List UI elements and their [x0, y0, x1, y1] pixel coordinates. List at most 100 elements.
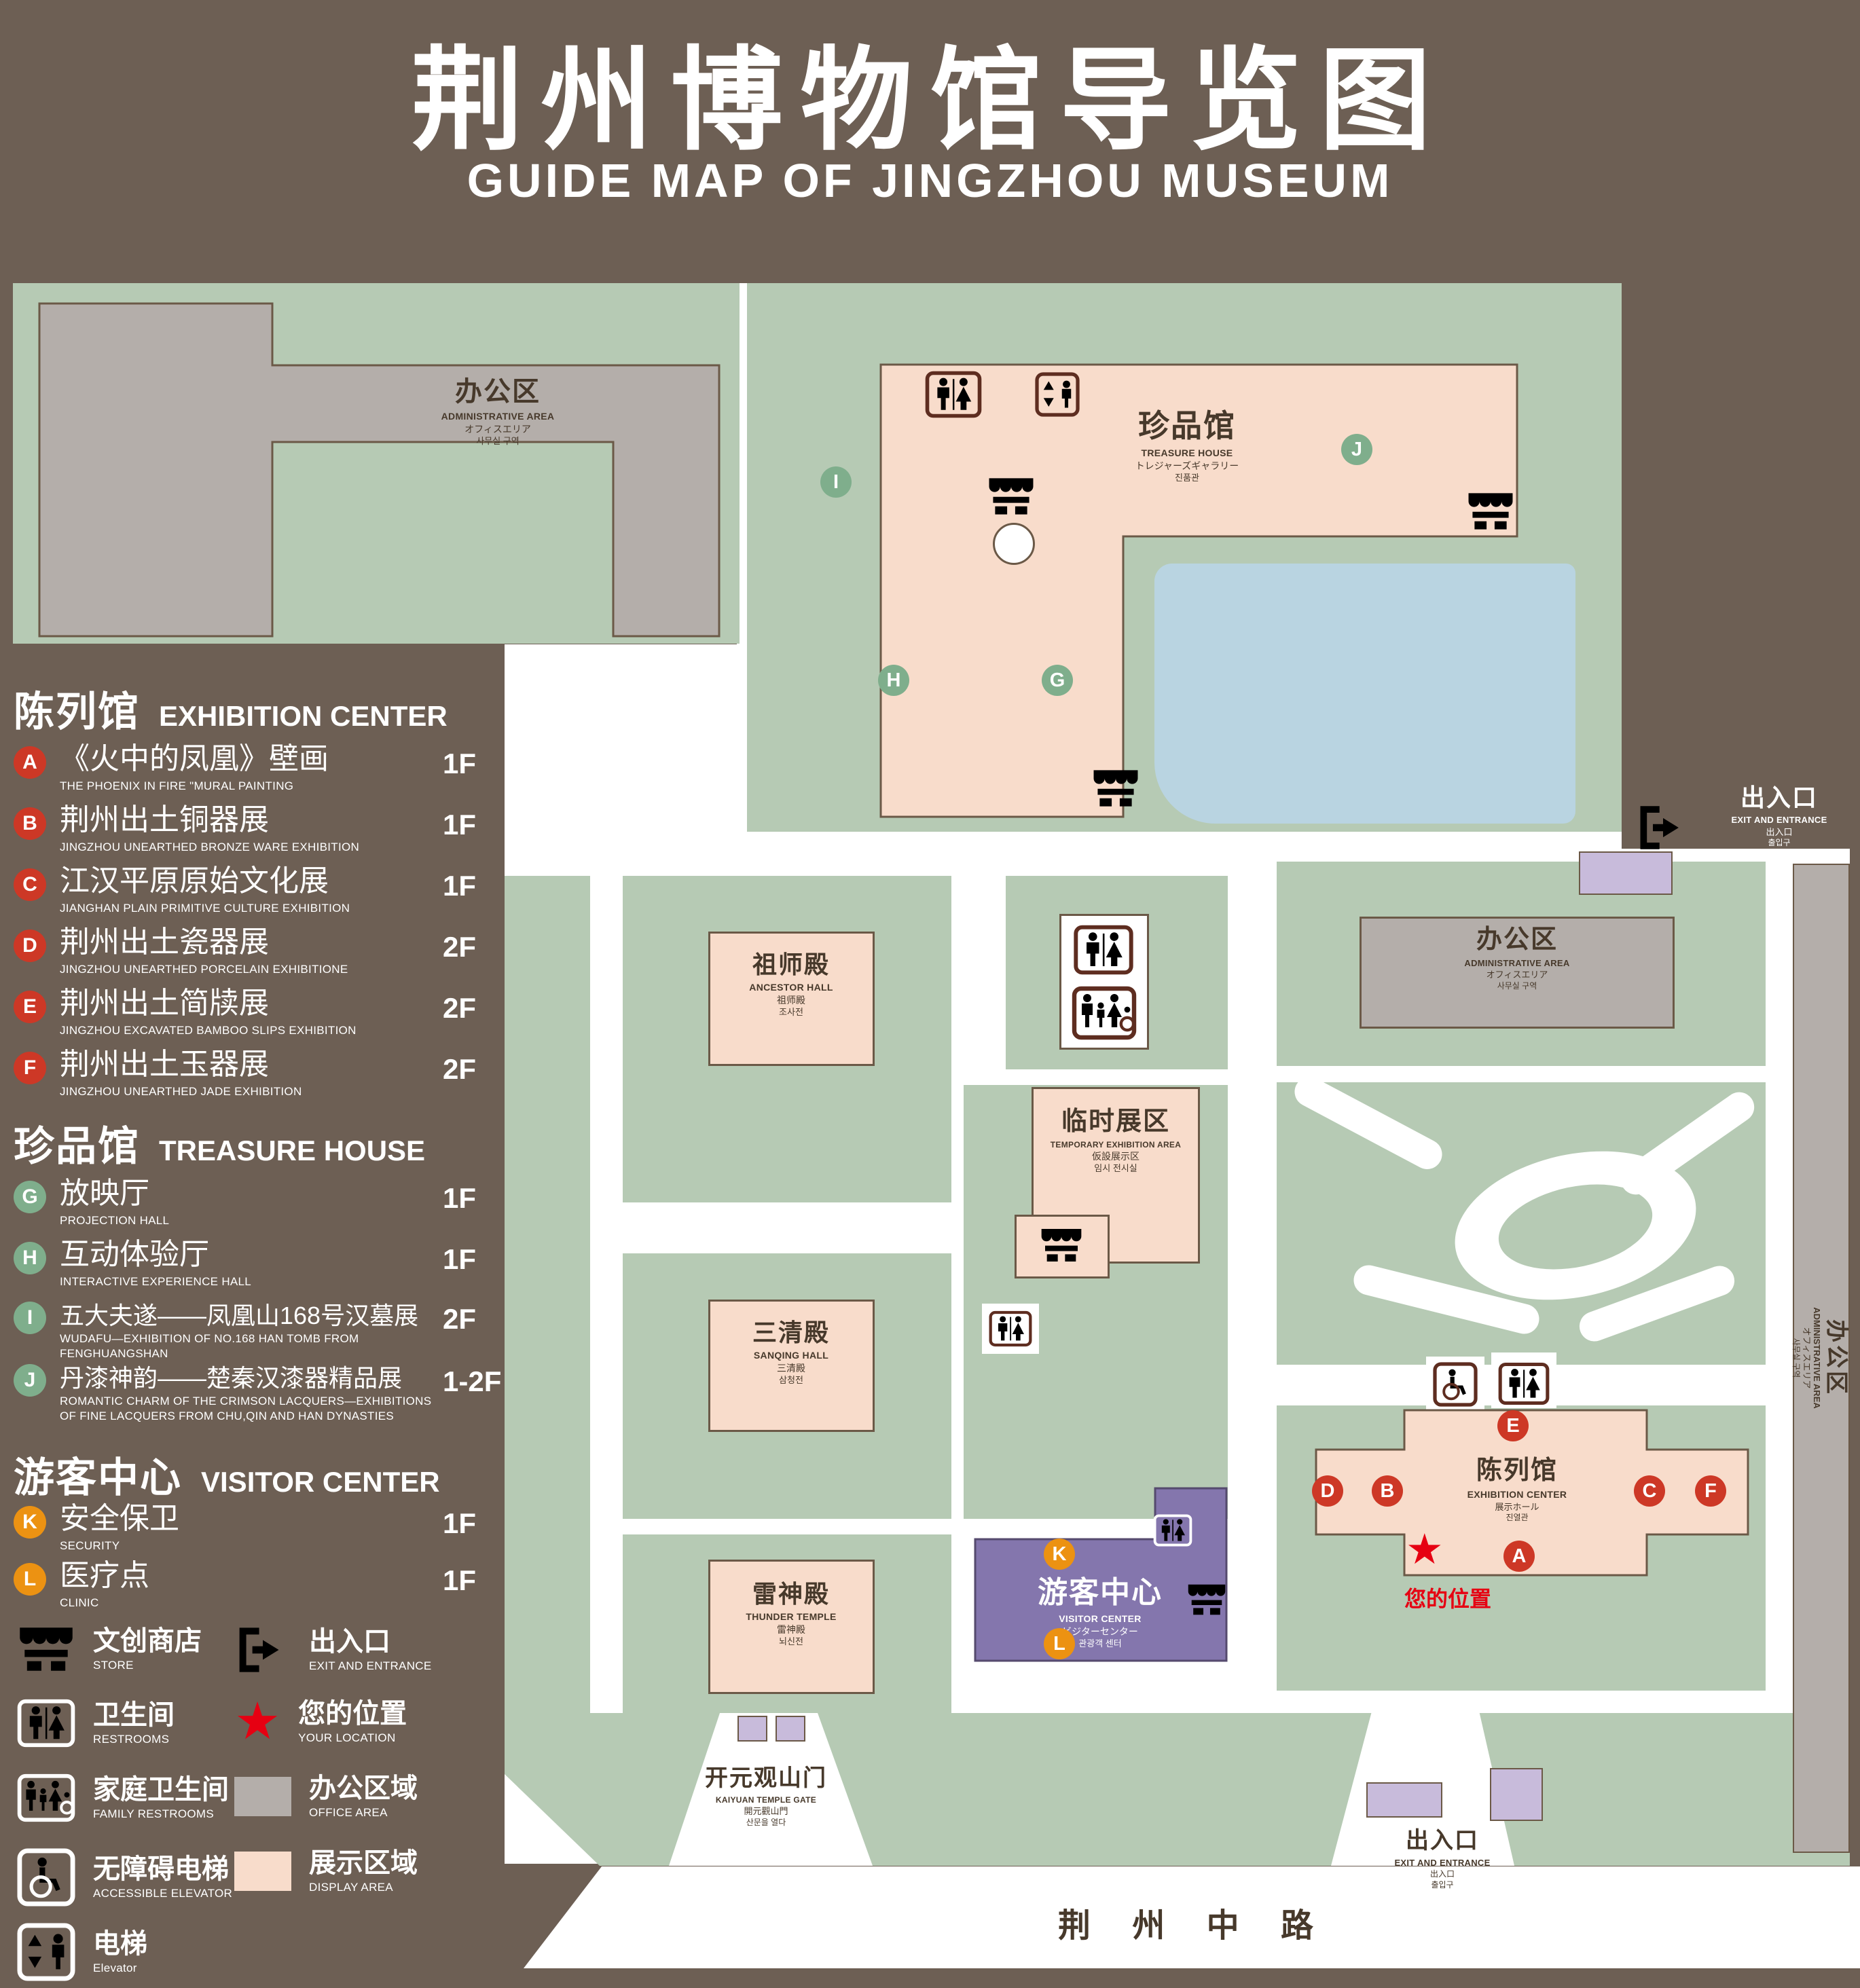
- admin-right-label: 办公区 ADMINISTRATIVE AREA オフィスエリア 사무실 구역: [1361, 923, 1673, 991]
- legend-symbol-store: 文创商店 STORE: [17, 1624, 202, 1674]
- legend-symbol-office-area: 办公区域 OFFICE AREA: [234, 1773, 418, 1820]
- marker-g: G: [1042, 665, 1073, 696]
- restroom-icon: [1498, 1362, 1550, 1405]
- item-zh: 互动体验厅: [60, 1238, 209, 1271]
- sanqing-ko: 삼청전: [779, 1374, 803, 1385]
- item-en: JINGZHOU UNEARTHED JADE EXHIBITION: [60, 1084, 302, 1098]
- gate-zh: 开元观山门: [705, 1765, 827, 1791]
- admin-top-ko: 사무실 구역: [476, 436, 519, 446]
- treasure-ja: トレジャーズギャラリー: [1135, 460, 1239, 471]
- exit-right-ko: 출입구: [1768, 838, 1791, 848]
- visitor-ko: 관광객 센터: [1078, 1638, 1122, 1649]
- marker-c: C: [1634, 1475, 1665, 1507]
- exit-bottom-zh2: 出入口: [1429, 1869, 1455, 1879]
- temporary-ja: 仮設展示区: [1092, 1150, 1139, 1162]
- elevator-icon: [1035, 372, 1080, 417]
- marker-b: B: [1372, 1475, 1403, 1507]
- gate-ko: 산문을 열다: [746, 1817, 786, 1827]
- sym-zh: 文创商店: [93, 1626, 202, 1656]
- road-name: 荆 州 中 路: [1057, 1908, 1330, 1944]
- marker-l: L: [1044, 1628, 1075, 1659]
- admin-strip-ko: 사무실 구역: [1791, 1338, 1802, 1378]
- exit-bottom-zh: 出入口: [1406, 1828, 1479, 1854]
- thunder-ja: 雷神殿: [777, 1623, 805, 1635]
- item-floor: 1-2F: [443, 1365, 502, 1397]
- exit-icon: [1635, 803, 1691, 853]
- ancestor-en: ANCESTOR HALL: [749, 982, 833, 993]
- item-en: JIANGHAN PLAIN PRIMITIVE CULTURE EXHIBIT…: [60, 901, 350, 915]
- sym-zh: 无障碍电梯: [93, 1854, 229, 1884]
- item-zh: 丹漆神韵——楚秦汉漆器精品展: [60, 1364, 403, 1392]
- legend-section-treasure: 珍品馆 TREASURE HOUSE: [14, 1113, 425, 1173]
- exit-bottom-ko: 출입구: [1431, 1879, 1454, 1890]
- exhibition-zh: 陈列馆: [1476, 1456, 1558, 1485]
- item-zh: 安全保卫: [60, 1502, 179, 1535]
- exit-bottom-en: EXIT AND ENTRANCE: [1394, 1857, 1491, 1868]
- exhibition-center-building: [1315, 1409, 1749, 1577]
- accessible-elevator-icon: [1433, 1362, 1478, 1407]
- item-zh: 江汉平原原始文化展: [60, 864, 329, 898]
- entrance-mark: [1490, 1768, 1543, 1821]
- store-icon: [986, 475, 1036, 517]
- sanqing-zh: 三清殿: [752, 1319, 830, 1346]
- sym-en: FAMILY RESTROOMS: [93, 1807, 214, 1820]
- item-zh: 荆州出土铜器展: [60, 803, 269, 836]
- sym-zh: 展示区域: [309, 1848, 418, 1878]
- family-restroom-icon: [17, 1773, 75, 1822]
- ancestor-zh: 祖师殿: [752, 951, 830, 978]
- section-zh: 游客中心: [14, 1455, 182, 1501]
- pond: [1154, 564, 1575, 824]
- item-zh: 荆州出土简牍展: [60, 987, 269, 1020]
- admin-top-en: ADMINISTRATIVE AREA: [441, 411, 555, 422]
- item-floor: 1F: [443, 1243, 477, 1275]
- badge-e: E: [14, 991, 46, 1023]
- badge-g: G: [14, 1181, 46, 1213]
- marker-a: A: [1503, 1541, 1535, 1572]
- exit-right-zh2: 出入口: [1766, 826, 1793, 837]
- item-floor: 2F: [443, 1303, 477, 1335]
- office-swatch: [234, 1777, 291, 1816]
- thunder-temple-building: [708, 1560, 875, 1694]
- item-zh: 《火中的凤凰》壁画: [60, 742, 329, 775]
- sym-zh: 办公区域: [309, 1773, 418, 1803]
- item-en: JINGZHOU UNEARTHED PORCELAIN EXHIBITIONE: [60, 962, 348, 976]
- sym-en: Elevator: [93, 1962, 137, 1974]
- temporary-en: TEMPORARY EXHIBITION AREA: [1050, 1139, 1182, 1149]
- gate-pillar: [776, 1716, 805, 1742]
- admin-right-zh: 办公区: [1476, 925, 1558, 954]
- admin-right-en: ADMINISTRATIVE AREA: [1464, 957, 1570, 968]
- admin-strip-ja: オフィスエリア: [1801, 1327, 1812, 1389]
- ancestor-ja: 祖师殿: [777, 994, 805, 1006]
- item-floor: 1F: [443, 1182, 477, 1214]
- sym-zh: 您的位置: [298, 1699, 407, 1729]
- sym-en: STORE: [93, 1659, 134, 1672]
- item-floor: 2F: [443, 992, 477, 1024]
- badge-b: B: [14, 807, 46, 840]
- badge-j: J: [14, 1364, 46, 1397]
- thunder-zh: 雷神殿: [752, 1580, 830, 1608]
- treasure-ko: 진품관: [1175, 472, 1199, 483]
- visitor-ja: ビジターセンター: [1062, 1626, 1138, 1638]
- store-icon: [1465, 490, 1516, 532]
- visitor-zh: 游客中心: [1038, 1576, 1163, 1609]
- ancestor-ko: 조사전: [779, 1006, 803, 1017]
- thunder-label: 雷神殿 THUNDER TEMPLE 雷神殿 뇌신전: [710, 1579, 873, 1648]
- admin-strip-zh: 办公区: [1823, 1319, 1850, 1397]
- marker-k: K: [1044, 1539, 1075, 1570]
- admin-top-label: 办公区 ADMINISTRATIVE AREA オフィスエリア 사무실 구역: [328, 375, 668, 447]
- admin-top-zh: 办公区: [455, 377, 541, 407]
- your-location-label: 您的位置: [1404, 1587, 1491, 1611]
- item-floor: 1F: [443, 1564, 477, 1596]
- item-floor: 1F: [443, 748, 477, 779]
- store-icon: [1186, 1582, 1228, 1617]
- thunder-ko: 뇌신전: [779, 1636, 803, 1646]
- exhibition-ko: 진열관: [1506, 1513, 1529, 1523]
- section-en: VISITOR CENTER: [201, 1466, 440, 1498]
- badge-i: I: [14, 1302, 46, 1334]
- sym-en: OFFICE AREA: [309, 1806, 388, 1819]
